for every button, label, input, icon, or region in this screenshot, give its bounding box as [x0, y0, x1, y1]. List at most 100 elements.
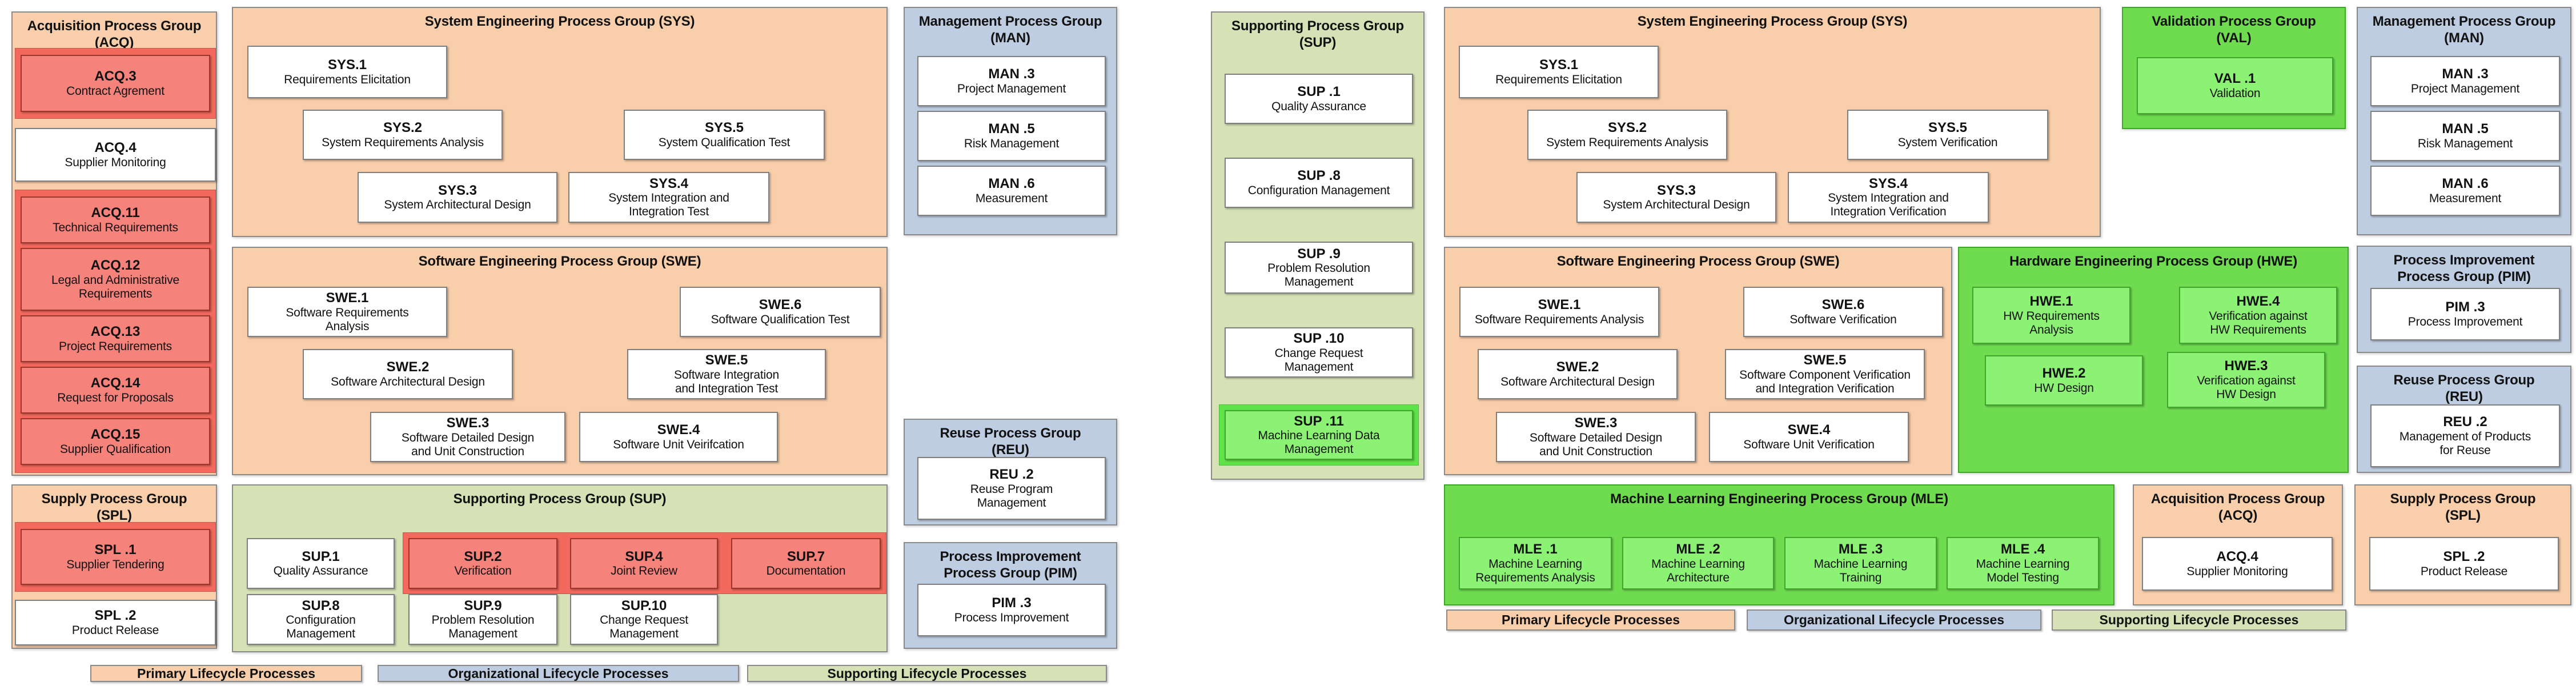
process-code: SUP.1 [302, 548, 340, 564]
process-code: ACQ.4 [2216, 549, 2258, 565]
process-code: SWE.5 [1803, 352, 1847, 368]
process-code: SUP.4 [625, 548, 663, 564]
group-title-pim-right: Process Improvement Process Group (PIM) [2393, 252, 2535, 285]
process-name: Problem Resolution Management [431, 613, 535, 641]
process-name: Legal and Administrative Requirements [51, 273, 179, 300]
process-name: Project Management [2410, 82, 2520, 95]
process-code: ACQ.4 [94, 140, 137, 156]
process-name: HW Requirements Analysis [2003, 309, 2100, 336]
legend-organizational-right: Organizational Lifecycle Processes [1747, 609, 2041, 631]
group-title-sup-right: Supporting Process Group (SUP) [1231, 18, 1404, 51]
process-name: Software Unit Veirifcation [613, 438, 744, 451]
process-name: Risk Management [2417, 137, 2513, 150]
process-code: ACQ.11 [91, 205, 140, 221]
process-name: Machine Learning Requirements Analysis [1475, 557, 1595, 584]
process-code: MAN .5 [988, 121, 1035, 137]
legend-supporting-left: Supporting Lifecycle Processes [747, 665, 1107, 682]
group-hwe-right: Hardware Engineering Process Group (HWE)… [1958, 247, 2349, 473]
process-code: SUP .10 [1293, 331, 1345, 347]
process-code: SYS.3 [1656, 182, 1696, 198]
process-code: HWE.2 [2042, 366, 2086, 382]
process-name: Quality Assurance [273, 564, 368, 578]
process-name: Machine Learning Architecture [1651, 557, 1745, 584]
group-title-sys-right: System Engineering Process Group (SYS) [1637, 14, 1908, 29]
process-code: SYS.3 [438, 182, 478, 198]
process-code: SUP.10 [621, 597, 667, 613]
group-title-spl-right: Supply Process Group (SPL) [2390, 491, 2536, 524]
process-name: Configuration Management [286, 613, 356, 641]
process-code: MAN .5 [2442, 121, 2489, 137]
process-code: SPL .2 [2443, 549, 2485, 565]
process-name: Process Improvement [954, 611, 1069, 624]
process-name: Software Integration and Integration Tes… [674, 368, 779, 395]
group-title-mle-right: Machine Learning Engineering Process Gro… [1610, 491, 1948, 507]
process-name: System Requirements Analysis [322, 135, 484, 149]
process-name: Supplier Monitoring [2186, 564, 2288, 578]
process-name: Product Release [71, 623, 159, 637]
process-name: System Requirements Analysis [1546, 135, 1708, 149]
process-code: PIM .3 [992, 595, 1032, 611]
process-code: SUP .8 [1297, 168, 1341, 184]
process-code: SPL .1 [94, 542, 137, 558]
process-code: SYS.1 [1539, 57, 1579, 73]
process-code: SWE.2 [386, 359, 430, 375]
process-code: MLE .2 [1676, 541, 1720, 557]
process-code: MAN .3 [2442, 66, 2489, 82]
process-code: SWE.6 [759, 297, 802, 313]
process-name: Validation [2209, 86, 2261, 100]
process-code: SWE.4 [657, 422, 700, 438]
process-code: MAN .6 [2442, 176, 2489, 192]
process-code: SYS.2 [1607, 120, 1647, 136]
group-pim-left: Process Improvement Process Group (PIM)P… [904, 542, 1117, 649]
process-name: Supplier Tendering [66, 557, 164, 571]
process-name: Quality Assurance [1271, 99, 1366, 113]
process-name: Change Request Management [600, 613, 688, 641]
process-code: ACQ.14 [90, 375, 141, 391]
process-code: ACQ.15 [90, 427, 141, 443]
process-name: Software Qualification Test [711, 312, 850, 326]
process-code: SUP .9 [1297, 246, 1341, 262]
group-pim-right: Process Improvement Process Group (PIM)P… [2357, 246, 2571, 353]
process-name: Measurement [2429, 191, 2502, 205]
process-code: SUP.2 [464, 548, 502, 564]
process-code: MLE .3 [1838, 541, 1883, 557]
process-code: SYS.4 [649, 175, 689, 191]
process-name: Problem Resolution Management [1267, 262, 1370, 289]
